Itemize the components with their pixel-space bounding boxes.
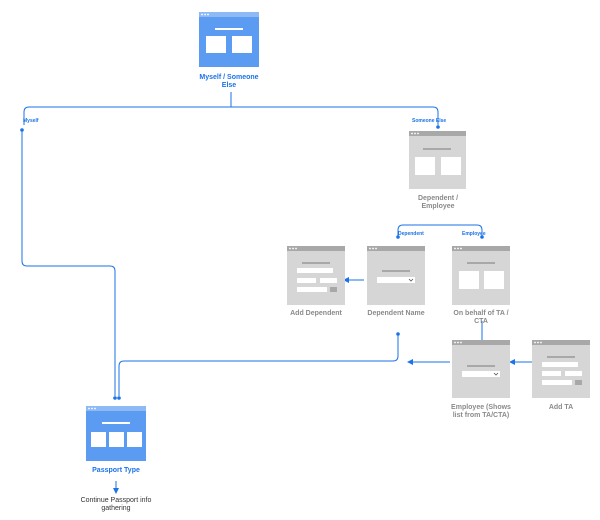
dot-someone-else <box>436 125 440 129</box>
branch-label-employee: Employee <box>462 231 486 237</box>
node-dependent-name <box>367 246 425 305</box>
connector-mid-branch <box>397 224 483 237</box>
label-add-ta: Add TA <box>548 404 574 411</box>
node-myself-someone-else <box>199 12 259 67</box>
branch-label-dependent: Dependent <box>398 231 424 237</box>
connector-myself-to-passport <box>21 130 116 396</box>
label-employee-list: Employee (Shows list from TA/CTA) <box>451 404 511 419</box>
label-continue: Continue Passport info gathering <box>80 497 152 512</box>
dot-dependent-name <box>396 332 400 336</box>
connector-dependent-name-to-passport <box>118 334 399 396</box>
branch-label-someone-else: Someone Else <box>412 118 447 124</box>
label-passport-type: Passport Type <box>92 467 140 474</box>
node-dependent-employee <box>409 131 466 189</box>
label-add-dependent: Add Dependent <box>290 310 342 317</box>
node-add-ta <box>532 340 590 398</box>
node-on-behalf <box>452 246 510 305</box>
dot-passport-a <box>113 396 117 400</box>
connector-top-branch <box>23 106 439 125</box>
node-passport-type <box>86 406 146 461</box>
node-add-dependent <box>287 246 345 305</box>
dot-myself <box>20 128 24 132</box>
label-myself-someone-else: Myself / Someone Else <box>199 74 259 89</box>
label-dependent-employee: Dependent / Employee <box>417 195 459 210</box>
dot-passport-b <box>117 396 121 400</box>
dot-dependent <box>396 235 400 239</box>
branch-label-myself: Myself <box>23 118 39 124</box>
label-dependent-name: Dependent Name <box>367 310 425 317</box>
label-on-behalf: On behalf of TA / CTA <box>453 310 509 325</box>
node-employee-list <box>452 340 510 398</box>
dot-employee <box>480 235 484 239</box>
